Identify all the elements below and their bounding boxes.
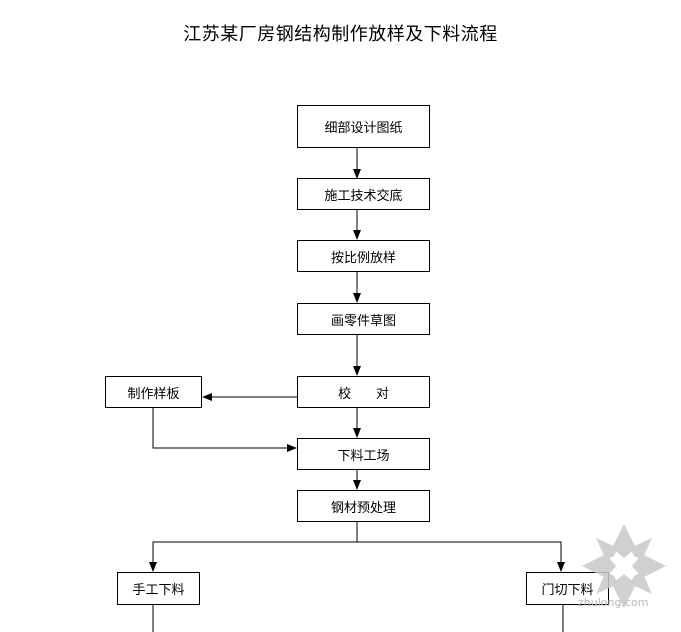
node-scale-lofting: 按比例放样	[297, 240, 430, 272]
arrow-template-to-cutting-site	[152, 407, 297, 452]
node-cutting-site: 下料工场	[297, 438, 430, 470]
node-part-sketch: 画零件草图	[297, 303, 430, 335]
node-proofread: 校 对	[297, 376, 430, 408]
arrow-to-gantry-cutting	[357, 541, 565, 572]
diagram-title: 江苏某厂房钢结构制作放样及下料流程	[183, 24, 498, 45]
watermark-logo-icon	[582, 524, 666, 608]
node-technical-briefing: 施工技术交底	[297, 178, 430, 210]
node-make-template: 制作样板	[105, 376, 202, 408]
node-steel-pretreatment: 钢材预处理	[297, 490, 430, 522]
node-manual-cutting: 手工下料	[117, 572, 200, 605]
node-detail-drawings: 细部设计图纸	[297, 105, 430, 148]
arrow-to-manual-cutting	[149, 541, 357, 572]
node-gantry-cutting: 门切下料	[526, 572, 609, 605]
watermark-text: zhulong.com	[578, 596, 649, 609]
